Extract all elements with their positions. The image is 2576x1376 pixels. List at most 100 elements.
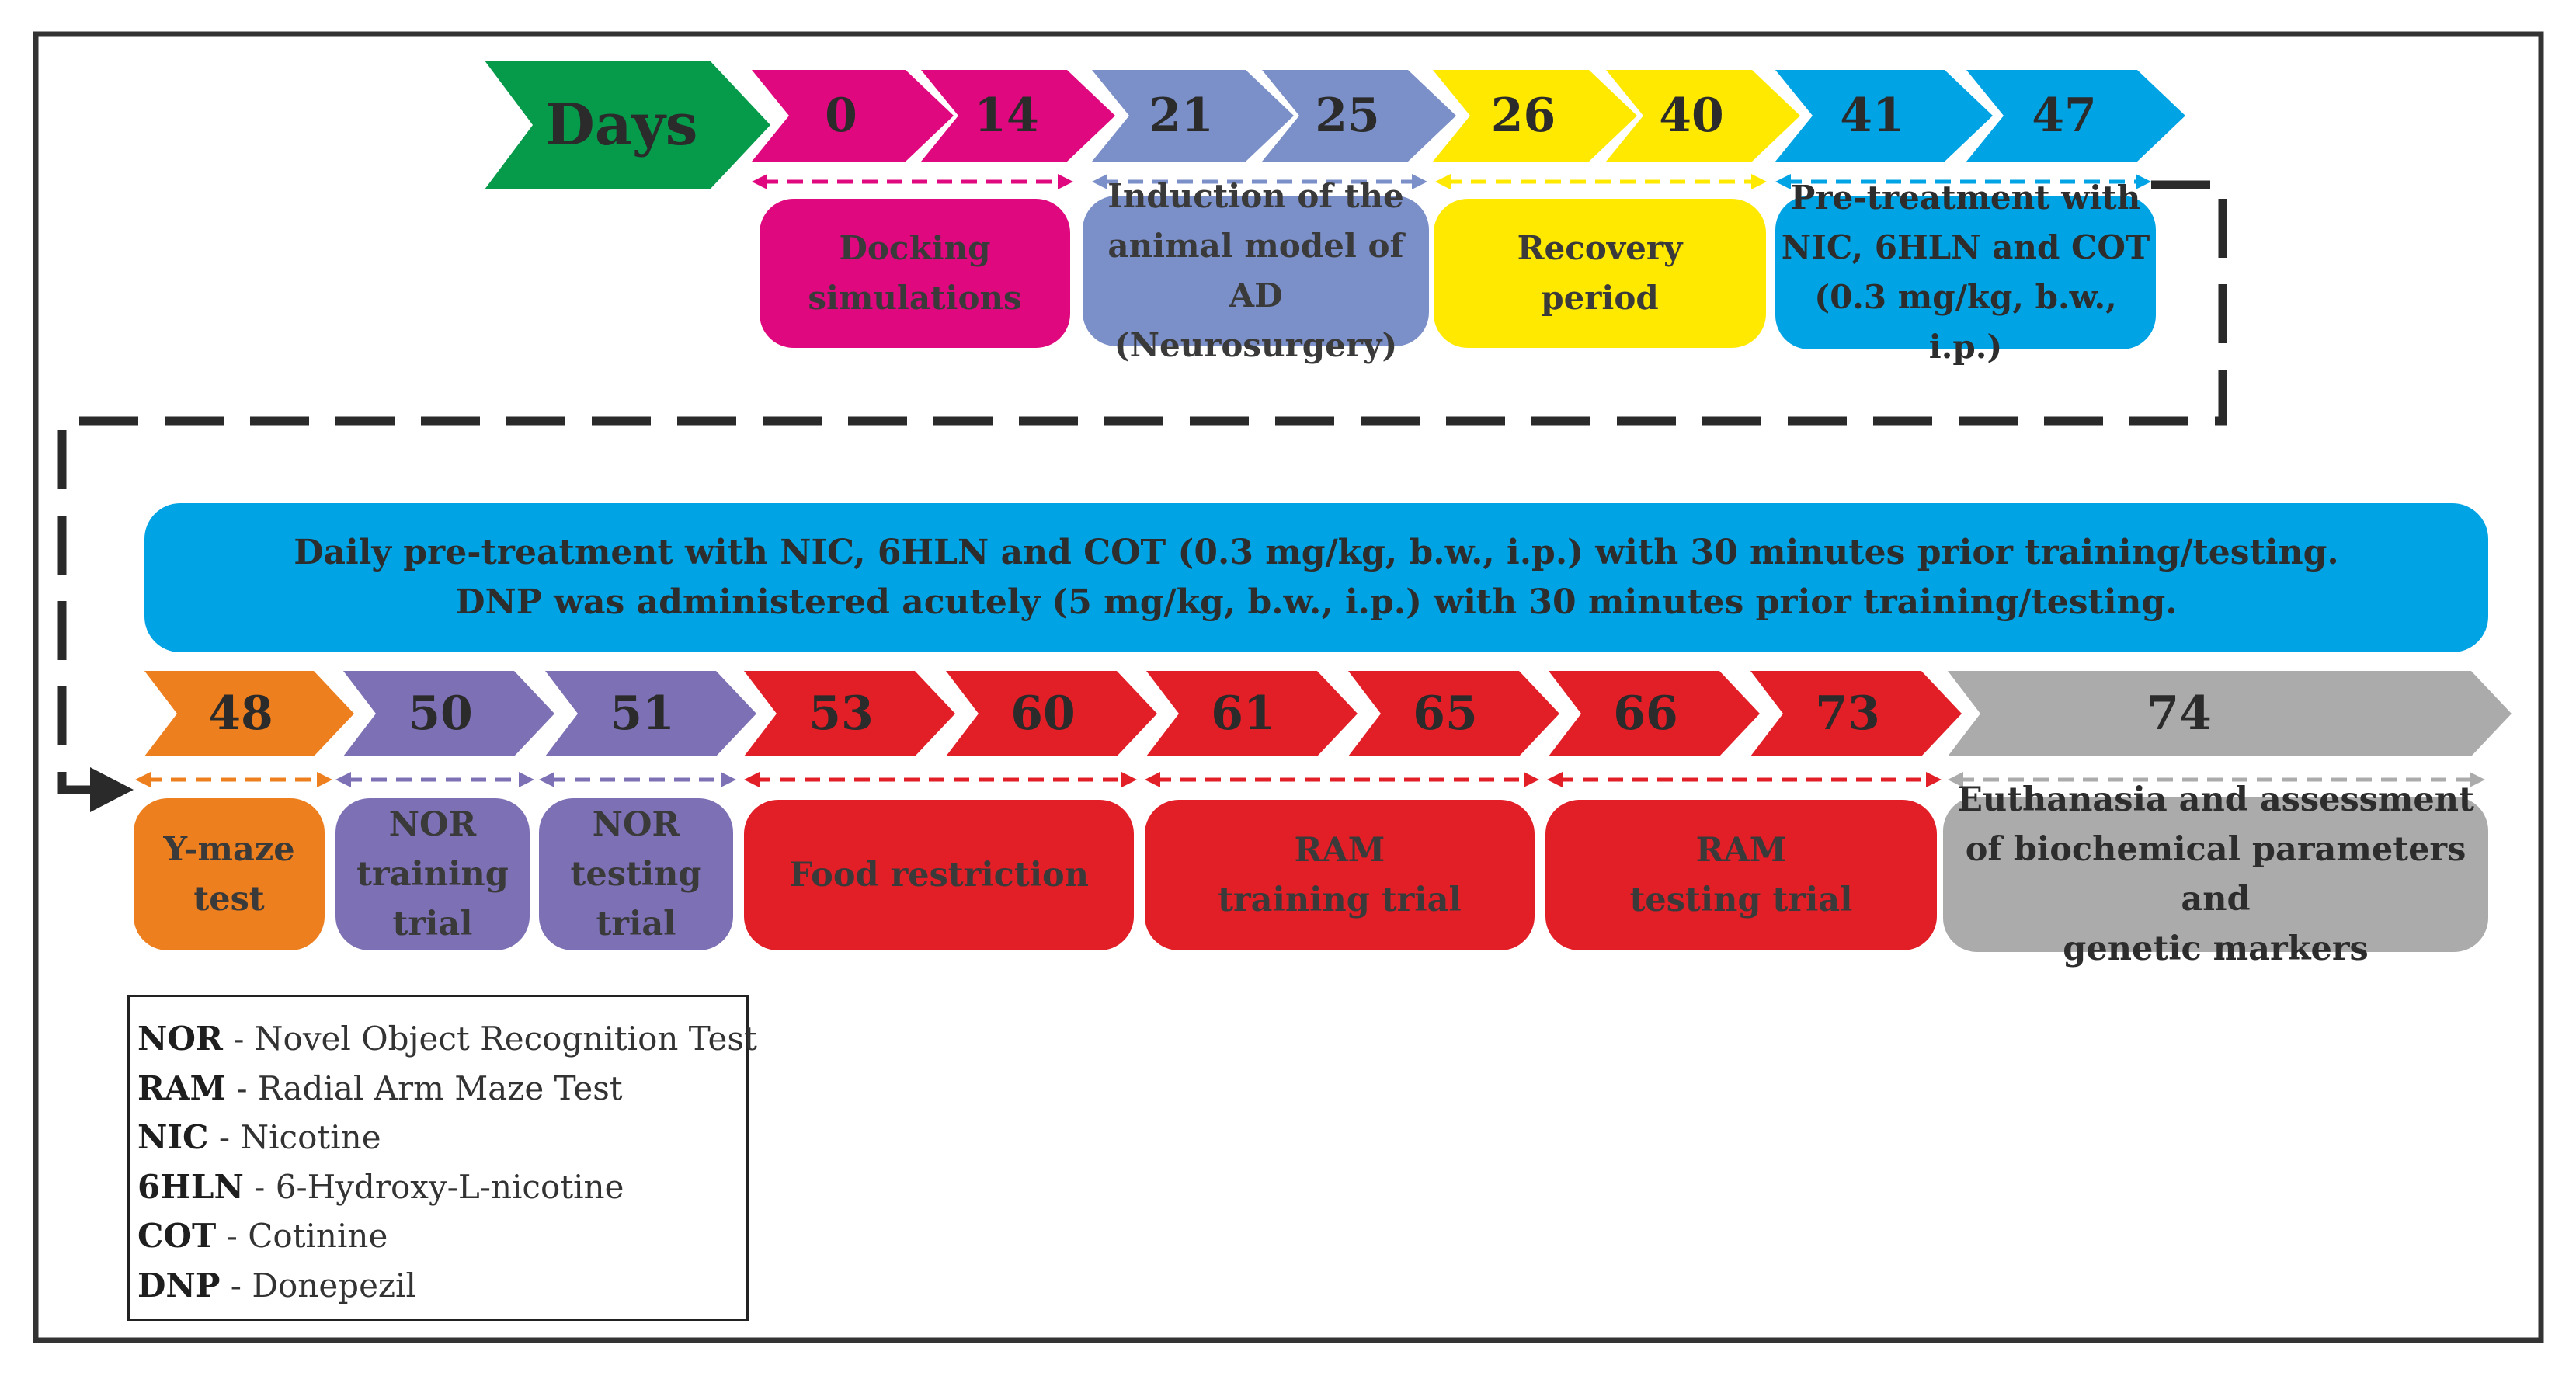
- day-51-chevron: [545, 671, 756, 756]
- legend-full-name: Nicotine: [240, 1118, 381, 1156]
- legend-separator: -: [243, 1167, 276, 1206]
- legend-full-name: Radial Arm Maze Test: [257, 1068, 623, 1107]
- nor-training-span-arrowhead: [519, 772, 534, 787]
- day-66-label: 66: [1613, 686, 1678, 741]
- day-48-label: 48: [208, 686, 273, 741]
- day-41-label: 41: [1840, 89, 1905, 143]
- legend-full-name: 6-Hydroxy-L-nicotine: [275, 1167, 624, 1206]
- ram-testing-trial-box: RAM testing trial: [1545, 800, 1937, 950]
- legend-item: DNP - Donepezil: [137, 1261, 746, 1311]
- pretreat-span-arrowhead: [1775, 174, 1791, 189]
- nor-testing-span-arrowhead: [721, 772, 736, 787]
- legend-abbr: NIC: [137, 1118, 209, 1156]
- induction-ad-model-box: Induction of the animal model of AD (Neu…: [1083, 177, 1429, 364]
- day-50-label: 50: [408, 686, 473, 741]
- legend-separator: -: [225, 1068, 258, 1107]
- legend-item: RAM - Radial Arm Maze Test: [137, 1064, 746, 1114]
- day-40-chevron: [1606, 70, 1800, 162]
- food-restriction-span-arrowhead: [744, 772, 760, 787]
- y-maze-test-box: Y-maze test: [134, 798, 325, 950]
- docking-span-arrowhead: [752, 174, 767, 189]
- day-61-chevron: [1146, 671, 1358, 756]
- legend-abbr: DNP: [137, 1266, 221, 1305]
- legend-separator: -: [216, 1217, 249, 1255]
- pretreatment-box: Pre-treatment with NIC, 6HLN and COT (0.…: [1775, 179, 2156, 366]
- day-74-label: 74: [2147, 686, 2212, 741]
- outer-frame: [33, 31, 2544, 1343]
- day-51-label: 51: [610, 686, 675, 741]
- day-47-chevron: [1966, 70, 2185, 162]
- day-25-label: 25: [1315, 89, 1380, 143]
- legend-abbr: NOR: [137, 1020, 223, 1058]
- day-0-chevron: [752, 70, 954, 162]
- ram-testing-span-arrowhead: [1926, 772, 1942, 787]
- banner-line-1: Daily pre-treatment with NIC, 6HLN and C…: [294, 533, 2339, 572]
- legend-full-name: Donepezil: [252, 1266, 416, 1305]
- legend-item: NOR - Novel Object Recognition Test: [137, 1014, 757, 1064]
- docking-span-arrowhead: [1058, 174, 1073, 189]
- day-66-chevron: [1549, 671, 1760, 756]
- ram-training-span-arrowhead: [1524, 772, 1539, 787]
- legend-abbr: COT: [137, 1217, 217, 1255]
- legend-separator: -: [222, 1020, 255, 1058]
- ram-training-trial-box: RAM training trial: [1145, 800, 1535, 950]
- food-restriction-span-arrowhead: [1121, 772, 1137, 787]
- day-53-label: 53: [808, 686, 874, 741]
- nor-testing-trial-box: NOR testing trial: [539, 798, 733, 950]
- euthanasia-span-arrowhead: [2470, 772, 2485, 787]
- induction-span-arrowhead: [1092, 174, 1107, 189]
- food-restriction-box: Food restriction: [744, 800, 1134, 950]
- days-header-chevron: [485, 61, 770, 189]
- euthanasia-span-arrowhead: [1948, 772, 1963, 787]
- nor-training-span-arrowhead: [335, 772, 351, 787]
- banner-line-2: DNP was administered acutely (5 mg/kg, b…: [455, 582, 2178, 622]
- legend-abbr: 6HLN: [137, 1167, 244, 1206]
- daily-treatment-banner: Daily pre-treatment with NIC, 6HLN and C…: [144, 503, 2488, 652]
- ymaze-span-arrowhead: [135, 772, 151, 787]
- day-26-label: 26: [1491, 89, 1556, 143]
- ram-testing-span-arrowhead: [1547, 772, 1563, 787]
- day-65-label: 65: [1413, 686, 1478, 741]
- day-74-chevron: [1948, 671, 2512, 756]
- legend-full-name: Novel Object Recognition Test: [254, 1020, 757, 1058]
- days-header-label: Days: [545, 92, 698, 158]
- day-50-chevron: [343, 671, 554, 756]
- connector-arrowhead: [90, 767, 134, 812]
- legend-abbr: RAM: [137, 1068, 226, 1107]
- day-47-label: 47: [2032, 89, 2097, 143]
- legend-item: 6HLN - 6-Hydroxy-L-nicotine: [137, 1162, 746, 1212]
- day-26-chevron: [1433, 70, 1637, 162]
- day-60-label: 60: [1010, 686, 1076, 741]
- legend-separator: -: [208, 1118, 241, 1156]
- day-0-label: 0: [825, 89, 857, 143]
- day-61-label: 61: [1211, 686, 1276, 741]
- legend-item: NIC - Nicotine: [137, 1113, 746, 1162]
- ram-training-span-arrowhead: [1145, 772, 1160, 787]
- docking-simulations-box: Docking simulations: [760, 199, 1070, 348]
- pretreat-span-arrowhead: [2136, 174, 2151, 189]
- day-14-label: 14: [974, 89, 1039, 143]
- induction-span-arrowhead: [1412, 174, 1427, 189]
- day-73-label: 73: [1815, 686, 1880, 741]
- day-41-chevron: [1775, 70, 1993, 162]
- legend-separator: -: [220, 1266, 252, 1305]
- legend-full-name: Cotinine: [248, 1217, 388, 1255]
- recovery-period-box: Recovery period: [1434, 199, 1766, 348]
- ymaze-span-arrowhead: [317, 772, 332, 787]
- day-40-label: 40: [1659, 89, 1724, 143]
- legend-item: COT - Cotinine: [137, 1211, 746, 1261]
- euthanasia-box: Euthanasia and assessment of biochemical…: [1943, 780, 2488, 968]
- day-53-chevron: [744, 671, 955, 756]
- day-21-label: 21: [1149, 89, 1214, 143]
- recovery-span-arrowhead: [1435, 174, 1451, 189]
- day-21-chevron: [1092, 70, 1294, 162]
- day-48-chevron: [144, 671, 354, 756]
- connector-dashed-line: [57, 180, 2227, 794]
- day-25-chevron: [1262, 70, 1456, 162]
- day-14-chevron: [921, 70, 1115, 162]
- day-65-chevron: [1348, 671, 1559, 756]
- nor-training-trial-box: NOR training trial: [335, 798, 530, 950]
